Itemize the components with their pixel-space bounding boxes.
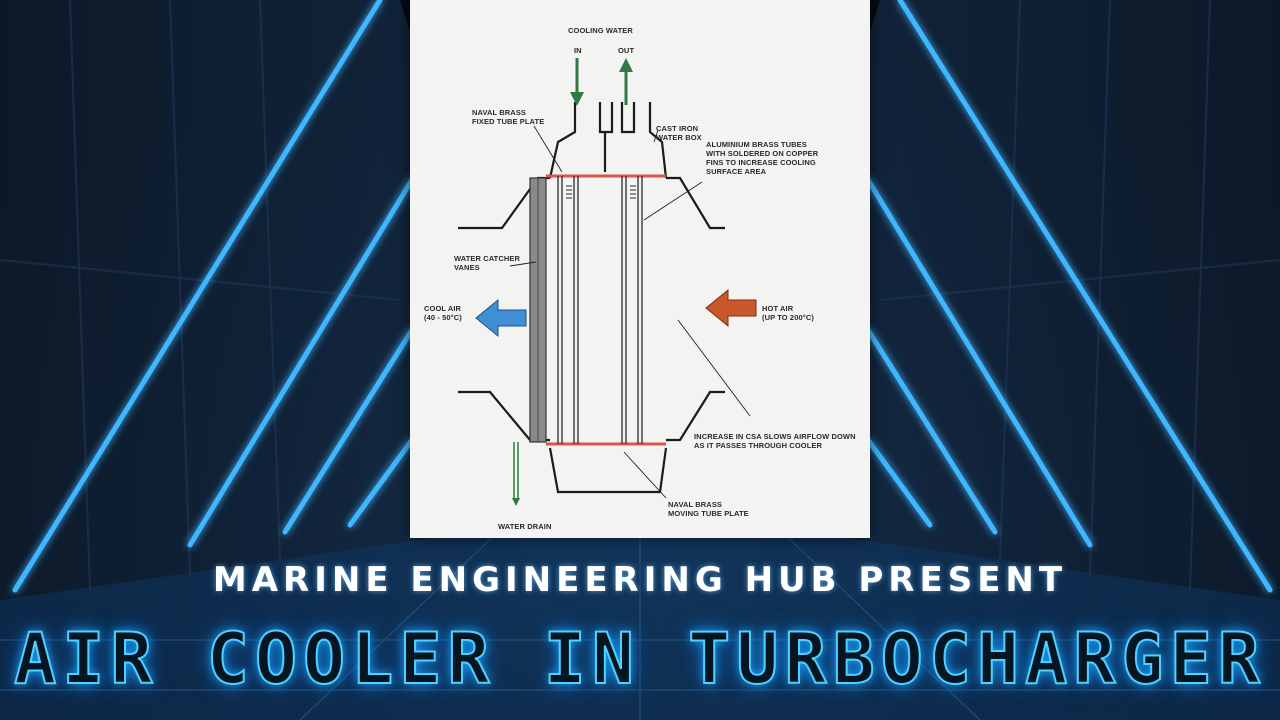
water-catcher-label: WATER CATCHER VANES [454,254,521,272]
air-cooler-diagram-panel: COOLING WATER IN OUT NAVAL BRASS FIXED T… [410,0,870,538]
naval-brass-fixed-label: NAVAL BRASS FIXED TUBE PLATE [472,108,545,126]
cool-air-arrow [475,298,527,338]
in-label: IN [574,46,582,55]
bottom-right-casing [666,390,725,442]
main-title: AIR COOLER IN TURBOCHARGER [13,617,1266,701]
cooling-water-out-arrow [619,58,633,105]
cool-air-label: COOL AIR (40 - 50°C) [424,304,462,322]
hot-air-arrow [705,288,757,328]
water-box-top [548,102,577,179]
water-box-bottom [548,447,668,494]
aluminium-tubes-label: ALUMINIUM BRASS TUBES WITH SOLDERED ON C… [706,140,819,176]
water-drain-label: WATER DRAIN [498,522,552,531]
cast-iron-label: CAST IRON WATER BOX [656,124,702,142]
cooling-water-in-arrow [570,58,584,106]
air-cooler-schematic [458,58,757,506]
hot-air-label: HOT AIR (UP TO 200°C) [762,304,814,322]
top-right-casing [666,176,725,230]
present-title: MARINE ENGINEERING HUB PRESENT [212,560,1068,600]
csa-label: INCREASE IN CSA SLOWS AIRFLOW DOWN AS IT… [694,432,856,450]
out-label: OUT [618,46,635,55]
cooling-water-label: COOLING WATER [568,26,633,35]
naval-brass-moving-label: NAVAL BRASS MOVING TUBE PLATE [668,500,749,518]
